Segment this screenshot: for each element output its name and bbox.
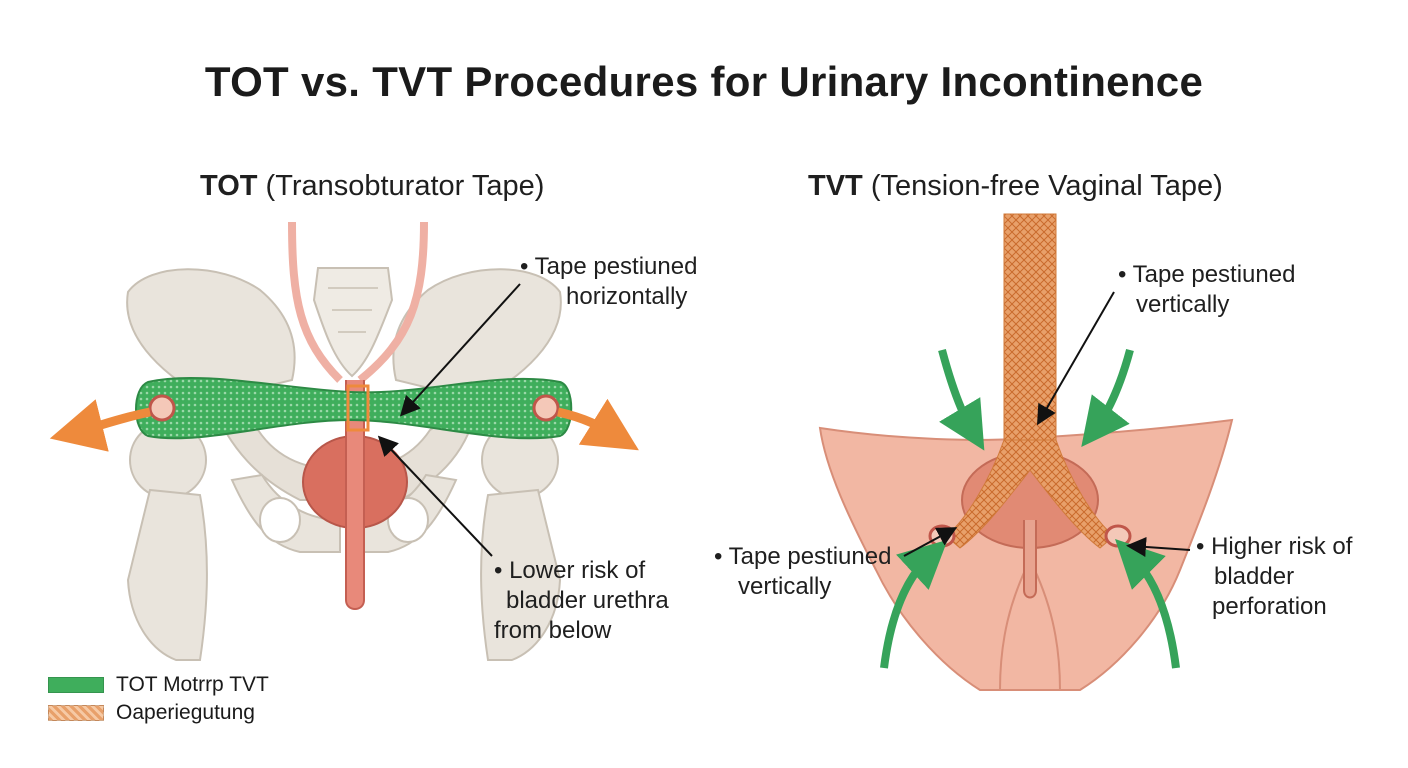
tvt-tape-sling <box>945 439 1115 549</box>
tvt-pelvis-illustration <box>818 213 1234 691</box>
right-femur <box>480 488 562 661</box>
tvt-callout-right-line2: bladder <box>1214 563 1295 590</box>
tvt-callout-top-line2: vertically <box>1136 291 1230 318</box>
tot-exit-arrow-left <box>49 399 151 452</box>
tot-urethra <box>345 380 365 610</box>
tvt-callout-left-line1: • Tape pestiuned <box>714 543 892 570</box>
tot-callout-bottom: • Lower risk of bladder urethra from bel… <box>494 556 669 646</box>
legend-item-orange: Oaperiegutung <box>48 701 255 724</box>
tot-tape <box>135 376 573 440</box>
left-ureter <box>288 221 343 383</box>
right-ureter <box>357 221 428 384</box>
tvt-name: (Tension-free Vaginal Tape) <box>870 170 1223 202</box>
tvt-green-arrow-bottom-right <box>1115 539 1180 669</box>
tot-callout-bottom-line1: • Lower risk of <box>494 557 646 584</box>
tvt-green-arrow-top-right <box>1081 348 1134 447</box>
tvt-abbr: TVT <box>808 170 863 202</box>
legend-label-orange: Oaperiegutung <box>116 701 255 724</box>
legend-item-green: TOT Motrrp TVT <box>48 673 269 696</box>
tot-callout-bottom-line3: from below <box>494 617 612 644</box>
tvt-panel-title: TVT (Tension-free Vaginal Tape) <box>808 170 1223 203</box>
tot-name: (Transobturator Tape) <box>265 170 545 202</box>
tot-exit-arrow-right <box>557 398 639 451</box>
tvt-callout-right: • Higher risk of bladder perforation <box>1196 532 1352 622</box>
tvt-green-arrow-top-left <box>938 348 985 451</box>
tot-callout-arrow-top <box>399 283 521 417</box>
tvt-callout-arrow-left <box>903 527 958 557</box>
tvt-tape-vertical <box>1003 213 1057 455</box>
tot-panel-title: TOT (Transobturator Tape) <box>200 170 544 203</box>
tot-callout-bottom-line2: bladder urethra <box>506 587 669 614</box>
left-femur <box>126 488 208 661</box>
tvt-callout-arrow-right <box>1126 536 1191 557</box>
legend-swatch-green <box>48 677 104 693</box>
tot-callout-top-line1: • Tape pestiuned <box>520 253 698 280</box>
tvt-callout-top: • Tape pestiuned vertically <box>1118 260 1295 320</box>
tot-abbr: TOT <box>200 170 258 202</box>
tvt-green-arrow-bottom-left <box>880 539 948 669</box>
tvt-callout-top-line1: • Tape pestiuned <box>1118 261 1296 288</box>
tvt-callout-right-line3: perforation <box>1212 593 1327 620</box>
tot-pelvis-illustration <box>49 221 639 661</box>
tvt-callout-right-line1: • Higher risk of <box>1196 533 1353 560</box>
page-title: TOT vs. TVT Procedures for Urinary Incon… <box>204 58 1204 105</box>
tvt-callout-arrow-top <box>1036 291 1115 426</box>
left-iliac-wing <box>126 268 296 402</box>
tot-callout-arrow-bottom <box>377 435 493 557</box>
tot-callout-top: • Tape pestiuned horizontally <box>520 252 697 312</box>
legend-swatch-orange <box>48 705 104 721</box>
tvt-callout-left: • Tape pestiuned vertically <box>714 542 891 602</box>
legend-label-green: TOT Motrrp TVT <box>116 673 269 696</box>
sacrum <box>312 267 394 378</box>
tot-callout-top-line2: horizontally <box>566 283 688 310</box>
tvt-callout-left-line2: vertically <box>738 573 832 600</box>
